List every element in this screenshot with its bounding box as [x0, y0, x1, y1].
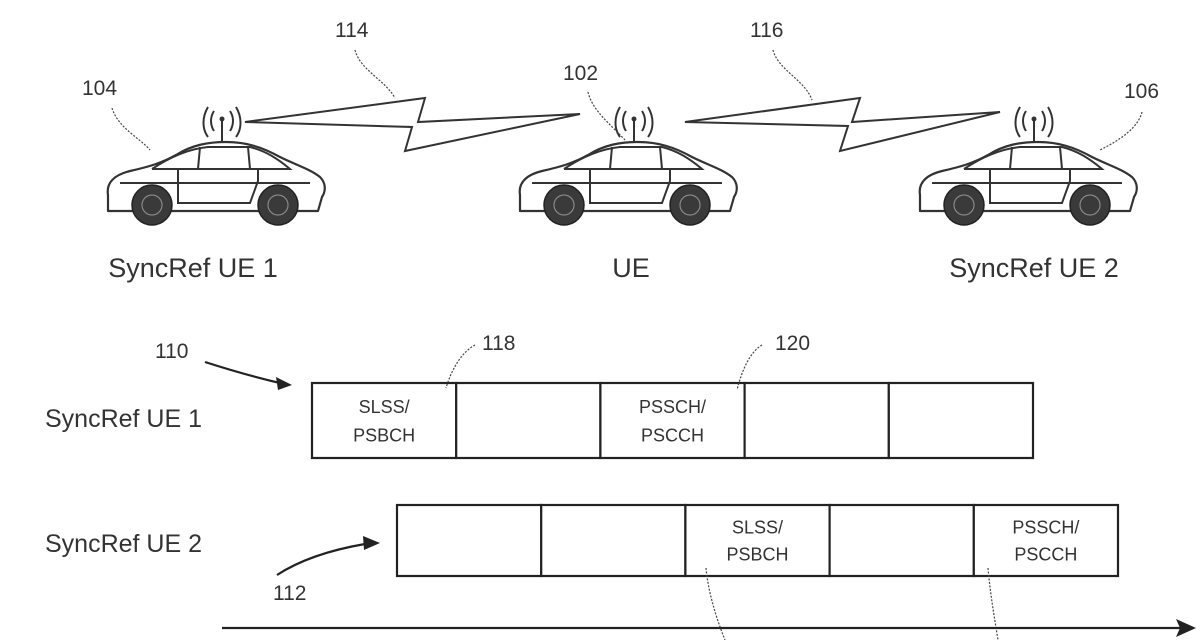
timeline-label-syncref-ue-1: SyncRef UE 1	[45, 405, 202, 433]
timeline-1-slot-1-text-1: SLSS/	[359, 397, 410, 417]
wireless-link-114-icon	[244, 96, 581, 153]
leader-116	[772, 49, 813, 101]
vehicle-label-syncref-ue-1: SyncRef UE 1	[108, 253, 278, 283]
timeline-1-slot-5	[887, 381, 1035, 460]
leader-114	[354, 49, 396, 99]
timeline-1-slot-3-text-2: PSCCH	[641, 426, 704, 446]
timeline-1-slot-3-text-1: PSSCH/	[639, 397, 706, 417]
timeline-2-slot-3	[684, 503, 831, 578]
timeline-2-slot-5-text-1: PSSCH/	[1012, 517, 1079, 537]
timeline-2-slot-3-text-1: SLSS/	[732, 517, 783, 537]
leader-102	[587, 91, 626, 141]
vehicle-syncref-ue-1-icon	[106, 105, 326, 227]
timeline-syncref-ue-2: SLSS/PSBCH PSSCH/PSCCH	[395, 503, 1120, 578]
timeline-syncref-ue-1: SLSS/PSBCH PSSCH/PSCCH	[310, 381, 1035, 460]
vehicle-ue-icon	[518, 105, 738, 227]
ref-112: 112	[273, 582, 306, 605]
timeline-2-slot-1	[395, 503, 543, 578]
leader-118	[445, 344, 476, 389]
timeline-1-slot-1-text-2: PSBCH	[353, 426, 415, 446]
timeline-2-slot-4	[828, 503, 975, 578]
timeline-2-slot-2	[540, 503, 687, 578]
ref-114: 114	[335, 19, 369, 42]
leader-120	[736, 344, 763, 391]
timeline-label-syncref-ue-2: SyncRef UE 2	[45, 530, 202, 558]
leader-104	[111, 107, 151, 151]
timeline-2-pointer	[276, 542, 366, 576]
timeline-1-slot-3	[599, 381, 746, 460]
ref-102: 102	[563, 62, 598, 85]
timeline-2-slot-5-text-2: PSCCH	[1014, 544, 1077, 564]
time-axis-arrowhead-icon	[1176, 619, 1196, 637]
ref-110: 110	[155, 340, 188, 363]
timeline-1-slot-4	[743, 381, 890, 460]
leader-row2-slss	[705, 567, 726, 640]
timeline-2-slot-5	[972, 503, 1120, 578]
vehicle-label-ue: UE	[612, 253, 650, 283]
timeline-1-pointer	[204, 360, 281, 385]
timeline-1-pointer-head-icon	[276, 377, 292, 390]
ref-106: 106	[1124, 80, 1159, 103]
wireless-link-116-icon	[684, 96, 1001, 153]
ref-116: 116	[750, 19, 783, 42]
vehicle-syncref-ue-2-icon	[918, 105, 1138, 227]
timeline-1-slot-1	[310, 381, 458, 460]
timeline-2-pointer-head-icon	[363, 536, 380, 550]
ref-104: 104	[82, 77, 117, 100]
vehicle-label-syncref-ue-2: SyncRef UE 2	[949, 253, 1119, 283]
leader-row2-pssch	[987, 567, 999, 640]
ref-118: 118	[482, 332, 515, 355]
timeline-1-slot-2	[455, 381, 602, 460]
ref-120: 120	[775, 332, 810, 355]
leader-106	[1099, 111, 1143, 151]
timeline-2-slot-3-text-2: PSBCH	[726, 544, 788, 564]
